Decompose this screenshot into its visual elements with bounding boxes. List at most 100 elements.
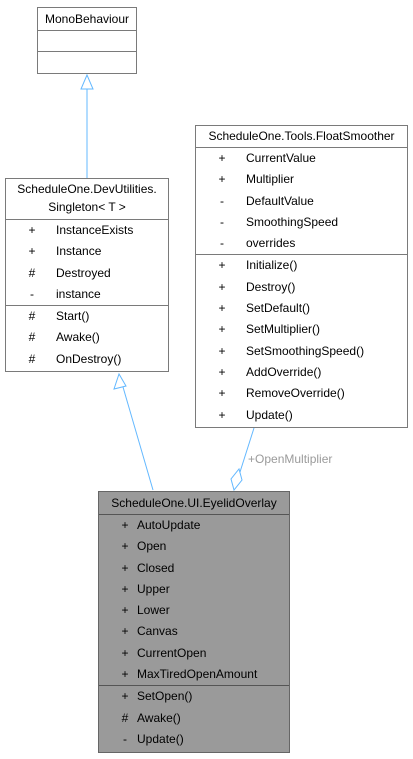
visibility: -	[220, 236, 224, 251]
attribute-row: - overrides	[196, 233, 407, 254]
attributes-section: +AutoUpdate +Open +Closed +Upper +Lower …	[99, 514, 289, 685]
attribute-name: overrides	[246, 236, 296, 251]
visibility: +	[121, 603, 129, 618]
visibility: +	[121, 518, 129, 532]
attribute-row: - instance	[6, 284, 168, 305]
method-name: Initialize()	[246, 258, 298, 273]
attribute-row: + Lower	[99, 600, 289, 621]
edge-label-open-multiplier: +OpenMultiplier	[248, 452, 333, 466]
visibility: +	[218, 258, 226, 273]
methods-section: +Initialize() +Destroy() +SetDefault() +…	[196, 254, 407, 425]
visibility: +	[121, 624, 129, 639]
attribute-name: Instance	[56, 244, 102, 259]
class-monobehaviour[interactable]: MonoBehaviour	[37, 7, 137, 74]
visibility: -	[123, 731, 127, 746]
visibility: #	[121, 710, 129, 725]
class-title: ScheduleOne.UI.EyelidOverlay	[111, 496, 277, 510]
visibility: +	[121, 560, 129, 575]
class-title: ScheduleOne.Tools.FloatSmoother	[208, 129, 395, 143]
method-row: + SetDefault()	[196, 298, 407, 319]
visibility: +	[28, 223, 36, 237]
visibility: +	[218, 364, 226, 379]
class-float-smoother[interactable]: ScheduleOne.Tools.FloatSmoother +Current…	[195, 125, 408, 428]
attribute-row: - DefaultValue	[196, 191, 407, 212]
visibility: +	[121, 581, 129, 596]
attribute-name: AutoUpdate	[137, 518, 201, 532]
class-title-line1: ScheduleOne.DevUtilities.	[17, 182, 157, 196]
visibility: #	[28, 265, 36, 280]
visibility: +	[218, 322, 226, 337]
attribute-row: - SmoothingSpeed	[196, 212, 407, 233]
visibility: -	[30, 286, 34, 301]
visibility: +	[121, 539, 129, 554]
attribute-name: MaxTiredOpenAmount	[137, 667, 258, 682]
method-name: RemoveOverride()	[246, 386, 345, 401]
method-row: + Update()	[196, 405, 407, 426]
attribute-name: Destroyed	[56, 265, 111, 280]
visibility: #	[28, 330, 36, 345]
visibility: +	[218, 407, 226, 422]
method-row: + AddOverride()	[196, 362, 407, 383]
method-row: -Update()	[99, 729, 289, 750]
method-row: # Start()	[6, 306, 168, 327]
method-name: SetOpen()	[137, 689, 193, 704]
methods-section	[38, 51, 136, 72]
class-eyelid-overlay[interactable]: ScheduleOne.UI.EyelidOverlay + AutoUpdate…	[98, 491, 290, 753]
method-name: SetDefault()	[246, 301, 311, 316]
method-row: # Awake()	[99, 708, 289, 729]
inheritance-arrow-mono	[80, 73, 94, 90]
visibility: +	[121, 689, 129, 704]
attribute-row: + AutoUpdate	[99, 515, 289, 536]
method-name: Update()	[246, 407, 293, 422]
attribute-name: instance	[56, 286, 101, 301]
attribute-row: +CurrentOpen	[99, 643, 289, 664]
visibility: +	[121, 645, 129, 660]
association-diamond	[230, 467, 243, 492]
visibility: +	[121, 667, 129, 682]
attribute-name: DefaultValue	[246, 193, 314, 208]
method-row: + RemoveOverride()	[196, 383, 407, 404]
attribute-row: + Canvas	[99, 621, 289, 642]
visibility: #	[28, 309, 36, 324]
visibility: -	[220, 193, 224, 208]
method-row: # Awake()	[6, 327, 168, 348]
visibility: +	[218, 386, 226, 401]
visibility: +	[218, 279, 226, 294]
method-name: AddOverride()	[246, 364, 322, 379]
method-name: Awake()	[56, 330, 100, 345]
attribute-name: Open	[137, 539, 167, 554]
method-row: + Initialize()	[196, 255, 407, 276]
attribute-row: +CurrentValue	[196, 148, 407, 169]
attribute-name: Upper	[137, 581, 170, 596]
visibility: -	[220, 214, 224, 229]
attribute-name: Lower	[137, 603, 170, 618]
method-name: Start()	[56, 309, 90, 324]
attributes-section: +InstanceExists +Instance #Destroyed -in…	[6, 219, 168, 305]
attribute-row: + Multiplier	[196, 169, 407, 190]
visibility: #	[28, 351, 36, 366]
attribute-row: + Open	[99, 536, 289, 557]
class-title: ScheduleOne.DevUtilities. Singleton< T >	[6, 179, 168, 216]
attribute-row: + MaxTiredOpenAmount	[99, 664, 289, 685]
attribute-name: CurrentValue	[246, 151, 316, 165]
method-row: + SetMultiplier()	[196, 319, 407, 340]
attribute-name: Canvas	[137, 624, 178, 639]
class-singleton[interactable]: ScheduleOne.DevUtilities. Singleton< T >…	[5, 178, 169, 372]
method-name: Awake()	[137, 710, 181, 725]
method-name: SetMultiplier()	[246, 322, 321, 337]
method-name: SetSmoothingSpeed()	[246, 343, 365, 358]
attributes-section	[38, 30, 136, 51]
visibility: +	[218, 343, 226, 358]
attribute-row: + Closed	[99, 558, 289, 579]
visibility: +	[28, 244, 36, 259]
methods-section: # Start() # Awake() #OnDestroy()	[6, 305, 168, 372]
method-row: + SetOpen()	[99, 686, 289, 707]
visibility: +	[218, 301, 226, 316]
attribute-name: Multiplier	[246, 172, 295, 187]
attribute-name: Closed	[137, 560, 175, 575]
attribute-name: SmoothingSpeed	[246, 214, 339, 229]
class-title-line2: Singleton< T >	[48, 200, 126, 214]
visibility: +	[218, 172, 226, 187]
method-row: #OnDestroy()	[6, 349, 168, 370]
methods-section: + SetOpen() # Awake() -Update()	[99, 685, 289, 750]
